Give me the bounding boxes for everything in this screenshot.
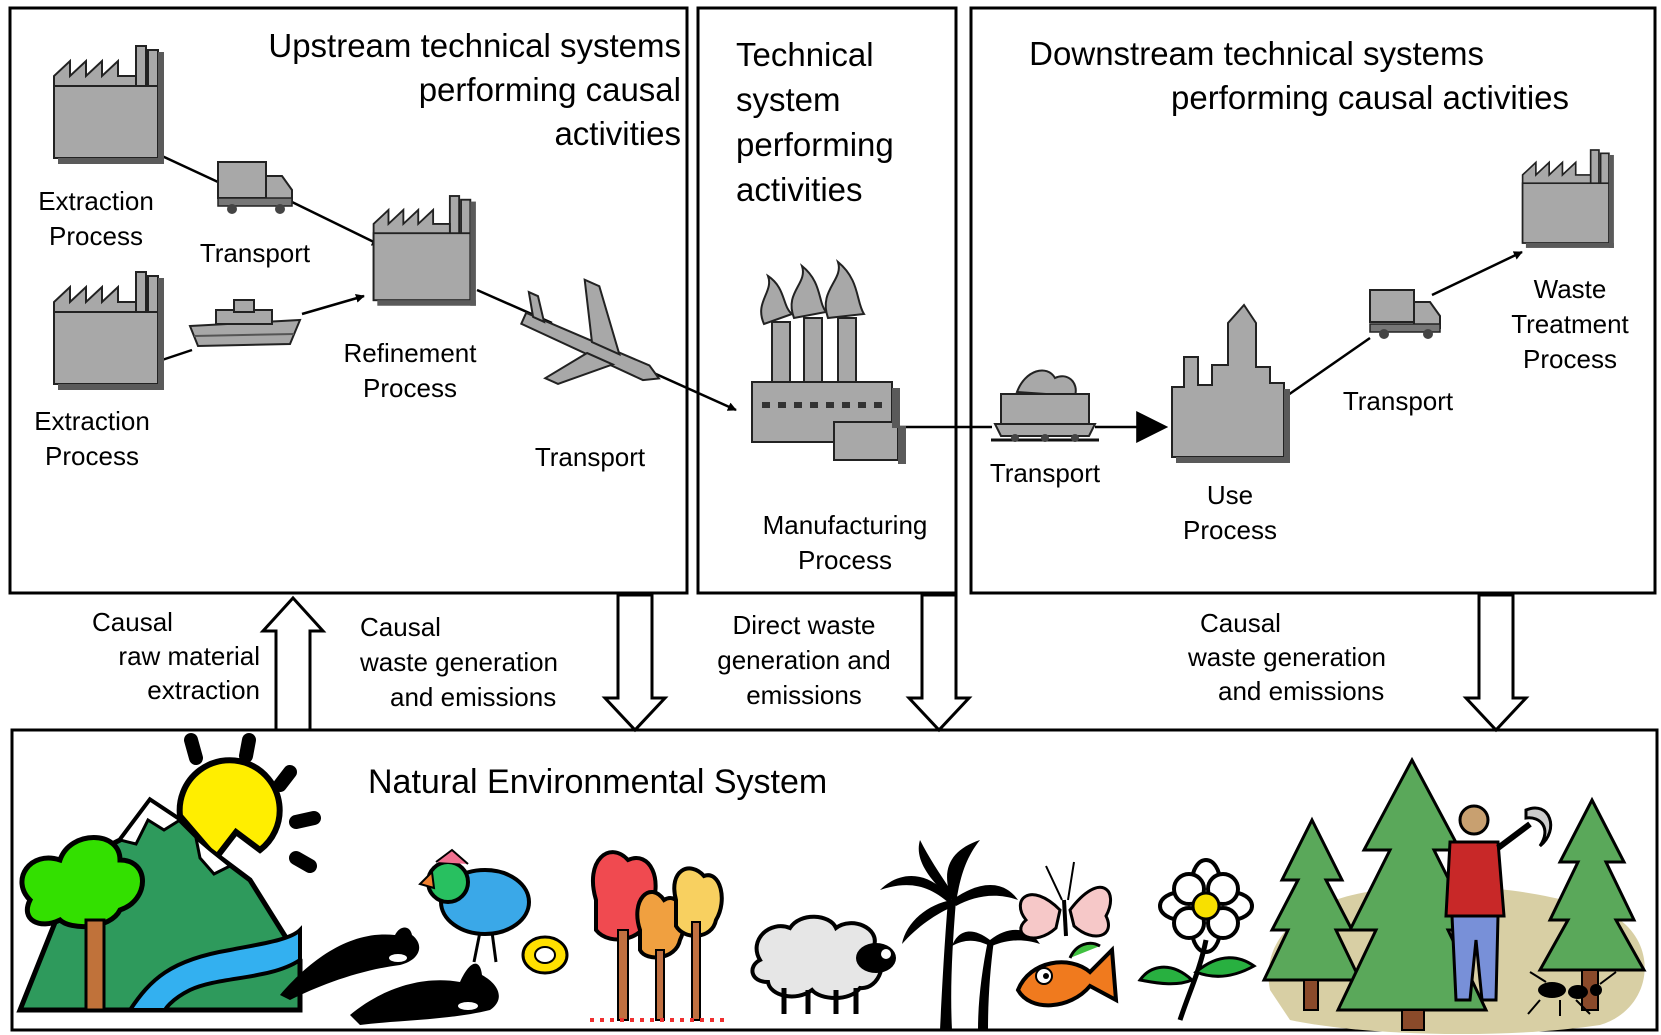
label-line: Causal [92, 607, 173, 637]
flow-line [301, 293, 365, 316]
refinement-process-label: Refinement Process [330, 336, 490, 406]
label-line: Causal [1200, 608, 1281, 638]
label-line: Process [45, 441, 139, 471]
whale-icon [280, 927, 499, 1025]
label-line: emissions [746, 680, 862, 710]
label-line: Process [1183, 515, 1277, 545]
flower-icon [1137, 858, 1257, 1021]
label-line: Waste [1533, 274, 1607, 304]
environment-title: Natural Environmental System [368, 763, 828, 801]
label-line: waste generation [1188, 642, 1387, 672]
direct-waste-arrow [905, 593, 973, 733]
upstream-waste-label: Causal waste generation and emissions [360, 610, 600, 715]
downstream-waste-label: Causal waste generation and emissions [1188, 606, 1428, 708]
bird-icon [418, 848, 531, 963]
upstream-title-line: performing causal [418, 71, 681, 108]
forest-scene-icon [1261, 756, 1647, 1035]
label-line: Extraction [38, 186, 154, 216]
tree-icon [590, 850, 730, 1022]
environment-frame [10, 728, 1659, 1032]
tree-icon [1335, 756, 1489, 1031]
upstream-title-line: Upstream technical systems [268, 27, 681, 64]
label-line: Process [363, 373, 457, 403]
factory-icon [53, 271, 165, 391]
label-line: and emissions [390, 682, 557, 712]
downstream-title-line: performing causal activities [1171, 79, 1569, 116]
label-line: Causal [360, 612, 441, 642]
label-line: Refinement [343, 338, 477, 368]
ant-icon [1527, 971, 1617, 1016]
manufacturing-process-label: Manufacturing Process [745, 508, 945, 578]
building-icon [1171, 303, 1290, 463]
upstream-title-line: activities [554, 115, 681, 152]
airplane-icon [519, 278, 661, 385]
truck-icon [1369, 289, 1441, 339]
palm-tree-icon [880, 840, 1040, 1030]
tree-icon [1261, 816, 1363, 1011]
extraction-process-label: Extraction Process [22, 184, 170, 254]
train-icon [991, 369, 1099, 442]
flow-line [1287, 336, 1371, 397]
core-title-line: system [736, 81, 841, 118]
flow-line [1431, 250, 1523, 297]
label-line: Extraction [34, 406, 150, 436]
use-process-label: Use Process [1160, 478, 1300, 548]
fish-icon [1015, 941, 1119, 1008]
sun-icon [176, 733, 321, 873]
flow-line [646, 368, 737, 412]
upstream-title: Upstream technical systems performing ca… [268, 24, 681, 156]
flow-line [161, 348, 193, 362]
label-line: extraction [147, 675, 260, 705]
label-line: raw material [118, 641, 260, 671]
label-line: Process [49, 221, 143, 251]
label-line: Use [1206, 480, 1254, 510]
core-title-line: performing [736, 126, 894, 163]
waste-treatment-process-label: Waste Treatment Process [1490, 272, 1650, 377]
core-title-line: activities [736, 171, 863, 208]
upstream-waste-arrow [601, 593, 669, 733]
transport-label: Transport [989, 458, 1101, 488]
lumberjack-icon [1444, 804, 1553, 1002]
small-sun-icon [521, 935, 569, 975]
transport-label: Transport [199, 238, 311, 268]
downstream-title: Downstream technical systems performing … [1029, 32, 1569, 120]
downstream-waste-arrow [1462, 593, 1530, 733]
truck-icon [217, 161, 293, 214]
label-line: Process [1523, 344, 1617, 374]
label-line: waste generation [360, 647, 559, 677]
ship-icon [188, 299, 302, 348]
downstream-frame [969, 6, 1657, 595]
butterfly-icon [1019, 861, 1112, 940]
factory-icon [53, 45, 165, 165]
transport-label: Transport [534, 442, 646, 472]
core-frame [696, 6, 958, 595]
extraction-process-label: Extraction Process [18, 404, 166, 474]
factory-icon [1521, 149, 1615, 249]
label-line: Direct waste [732, 610, 876, 640]
manufacturing-plant-icon [751, 259, 906, 464]
raw-material-extraction-label: Causal raw material extraction [80, 605, 260, 707]
label-line: generation and [717, 645, 891, 675]
downstream-title-line: Downstream technical systems [1029, 35, 1484, 72]
flow-line [291, 200, 381, 247]
factory-icon [372, 195, 477, 307]
sheep-icon [750, 914, 896, 1014]
label-line: Manufacturing [762, 510, 928, 540]
label-line: and emissions [1218, 676, 1385, 706]
direct-waste-label: Direct waste generation and emissions [700, 608, 908, 713]
upstream-frame [8, 6, 689, 595]
core-title-line: Technical [736, 36, 874, 73]
core-title: Technical system performing activities [736, 32, 894, 212]
transport-label: Transport [1342, 386, 1454, 416]
flow-line [161, 154, 219, 184]
label-line: Treatment [1511, 309, 1629, 339]
label-line: Process [798, 545, 892, 575]
raw-material-arrow [259, 595, 327, 732]
